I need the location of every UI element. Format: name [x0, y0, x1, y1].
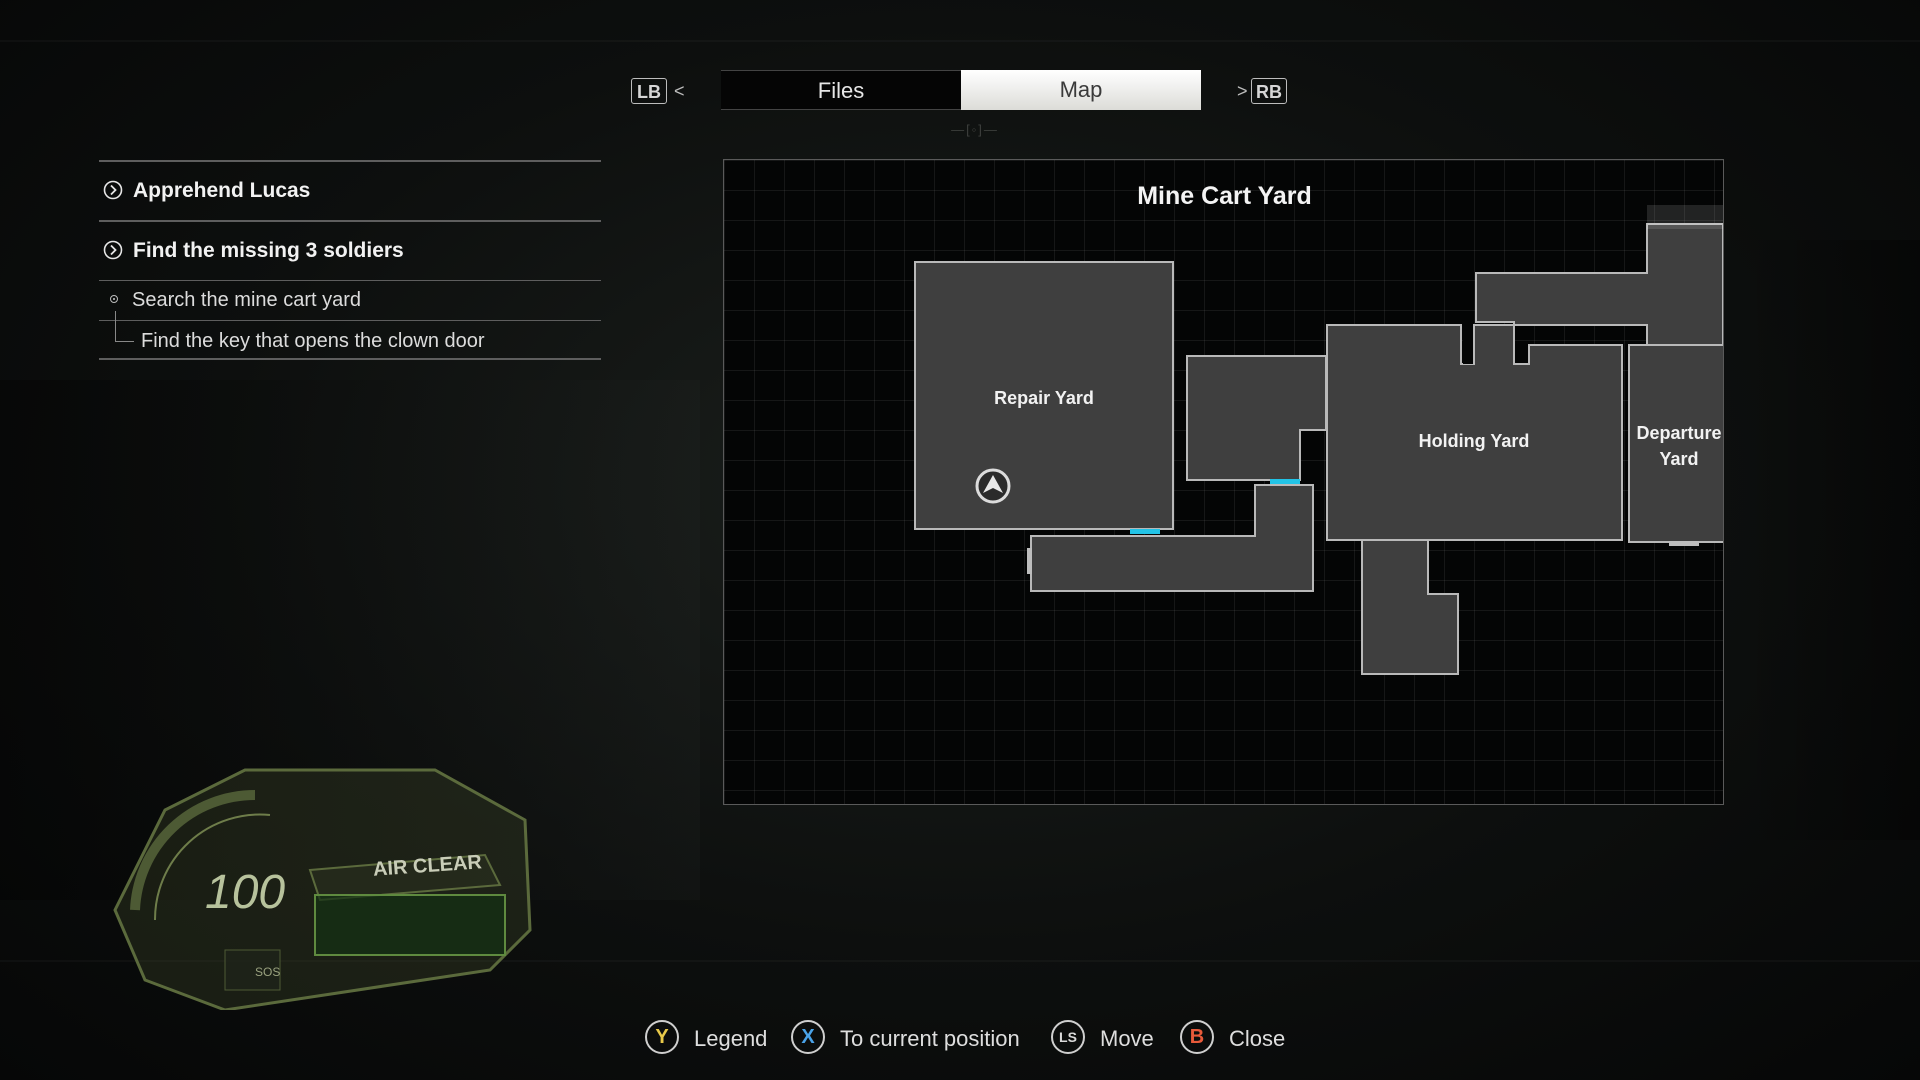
- room-holding-yard: [1326, 324, 1623, 541]
- objective-label: Apprehend Lucas: [133, 179, 311, 202]
- objective-item[interactable]: Apprehend Lucas: [99, 160, 601, 220]
- sub-sub-objective-item[interactable]: Find the key that opens the clown door: [99, 311, 601, 360]
- oxygen-value: 100: [205, 866, 286, 919]
- sub-objective-label: Search the mine cart yard: [132, 289, 361, 311]
- hud-small-code: SOS: [255, 965, 281, 979]
- move-control[interactable]: LS Move: [1051, 1020, 1161, 1060]
- room-lower-corridor: [1030, 484, 1314, 592]
- tree-connector: [115, 311, 134, 342]
- objectives-panel: Apprehend Lucas Find the missing 3 soldi…: [99, 160, 601, 360]
- close-label: Close: [1229, 1026, 1286, 1051]
- room-label-holding-yard: Holding Yard: [1418, 431, 1530, 451]
- room-label-departure-yard: Departure Yard: [1629, 420, 1723, 472]
- objective-arrow-icon: [103, 240, 123, 260]
- room-label-departure-line1: Departure: [1636, 423, 1722, 443]
- legend-control[interactable]: Y Legend: [645, 1020, 775, 1060]
- map-gap: [1463, 326, 1473, 364]
- player-position-icon: [975, 468, 1011, 504]
- background-shade-left: [0, 380, 700, 900]
- room-connector: [1186, 355, 1327, 481]
- door-marker: [1270, 479, 1300, 484]
- y-button-icon: Y: [645, 1020, 679, 1054]
- oxygen-gauge-hud: 100 AIR CLEAR SOS: [105, 760, 545, 1012]
- background-shade-right: [1740, 240, 1920, 840]
- b-button-icon: B: [1180, 1020, 1214, 1054]
- room-south: [1361, 539, 1459, 675]
- door-marker-locked: [1027, 548, 1032, 574]
- close-control[interactable]: B Close: [1180, 1020, 1290, 1060]
- sub-sub-objective-label: Find the key that opens the clown door: [141, 330, 485, 352]
- lb-button-hint[interactable]: LB: [631, 78, 667, 104]
- room-departure-yard: [1628, 344, 1723, 543]
- decorative-marker: —[◦]—: [951, 122, 999, 137]
- background-line: [0, 40, 1920, 42]
- tab-map[interactable]: Map: [961, 70, 1201, 110]
- left-stick-icon: LS: [1051, 1020, 1085, 1054]
- x-button-icon: X: [791, 1020, 825, 1054]
- legend-label: Legend: [694, 1026, 768, 1051]
- door-marker-locked: [1669, 541, 1699, 546]
- map-title: Mine Cart Yard: [1137, 182, 1312, 210]
- objective-arrow-icon: [103, 180, 123, 200]
- objective-item[interactable]: Find the missing 3 soldiers: [99, 220, 601, 280]
- room-repair-yard: [914, 261, 1174, 530]
- map-layout: [914, 205, 1723, 675]
- tab-files[interactable]: Files: [721, 70, 961, 110]
- current-position-control[interactable]: X To current position: [791, 1020, 1041, 1060]
- chevron-right-icon: >: [1237, 81, 1248, 101]
- rb-button-hint[interactable]: RB: [1251, 78, 1287, 104]
- chevron-left-icon: <: [674, 81, 685, 101]
- map-view[interactable]: Mine Cart Yard: [723, 159, 1724, 805]
- map-fade: [1647, 205, 1723, 229]
- current-position-label: To current position: [840, 1026, 1020, 1051]
- room-label-repair-yard: Repair Yard: [994, 388, 1094, 408]
- move-label: Move: [1100, 1026, 1154, 1051]
- objective-label: Find the missing 3 soldiers: [133, 239, 404, 262]
- sub-objective-item[interactable]: Search the mine cart yard: [99, 280, 601, 320]
- sub-objective-dot-icon: [110, 295, 118, 303]
- room-label-departure-line2: Yard: [1659, 449, 1699, 469]
- door-marker: [1130, 529, 1160, 534]
